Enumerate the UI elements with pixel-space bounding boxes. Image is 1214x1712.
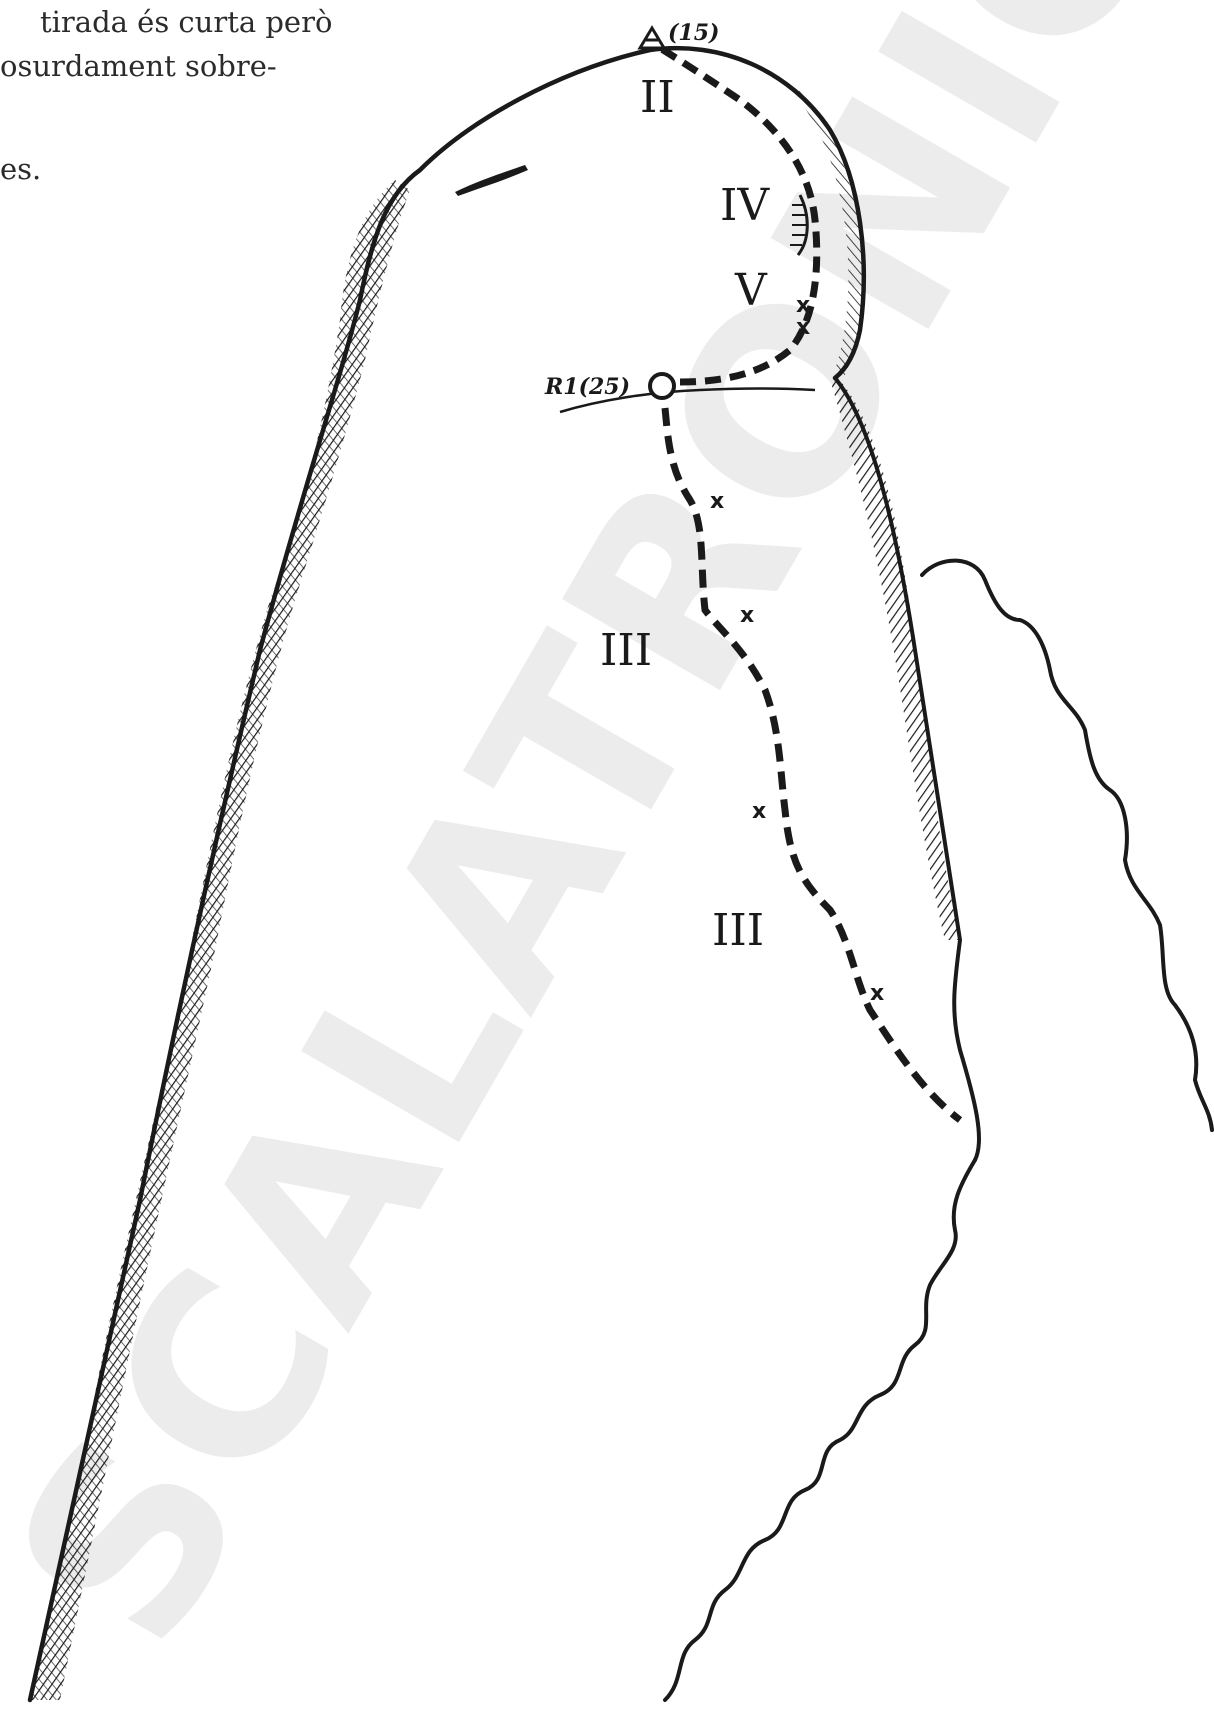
bolt-mark: x [796,315,810,340]
intro-text-line-2: osurdament sobre- [0,49,277,83]
bolt-mark: x [740,603,754,628]
rock-shadow-left-cross [30,180,410,1700]
top-anchor-label: (15) [668,20,719,46]
intro-text-line-1: tirada és curta però [40,5,333,39]
bolt-mark: x [710,489,724,514]
route-line-pitch-2 [653,41,821,386]
rock-outline-right [833,376,982,1162]
background-rock-scallops [920,558,1214,1132]
grade-label-upper-a: IV [720,180,770,231]
belay-label-r1: R1(25) [544,374,630,400]
bolt-mark: x [796,293,810,318]
intro-text-line-3: es. [0,152,42,186]
belay-ledge [559,387,816,414]
grade-label-upper-b: V [734,265,768,316]
top-anchor-icon [637,25,667,50]
rock-crack [455,165,528,196]
grade-label-lower-b: III [712,905,764,956]
grade-label-top: II [640,72,675,123]
intro-text: tirada és curta però osurdament sobre- e… [0,0,360,191]
overhang-ticks [790,204,806,246]
rock-shadow-right [830,375,960,940]
bolt-mark: x [870,981,884,1006]
background-rock-scallops-lower [663,1158,977,1702]
rock-outline [27,45,866,1703]
bolt-mark: x [752,799,766,824]
grade-label-lower-a: III [600,625,652,676]
overhang-mark [796,194,809,256]
belay-ring-r1 [648,372,676,400]
rock-shadow-top-right [795,90,864,375]
route-line-pitch-1 [661,407,963,1123]
